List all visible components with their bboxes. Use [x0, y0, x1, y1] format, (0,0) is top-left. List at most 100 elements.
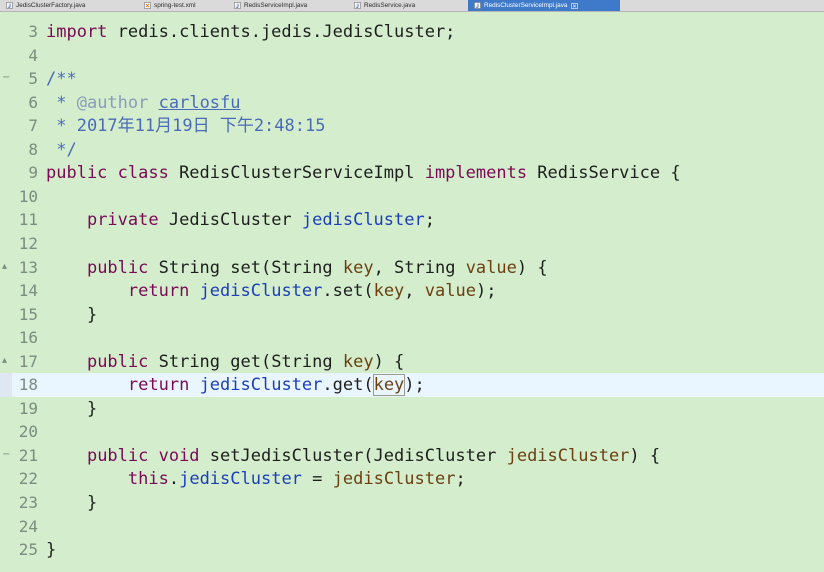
token-plain: }	[46, 398, 98, 419]
token-kw: public void	[86, 445, 200, 466]
code-text: return jedisCluster.set(key, value);	[46, 279, 497, 303]
token-com	[148, 93, 158, 113]
tab-label: spring-test.xml	[154, 2, 196, 9]
token-par: key	[342, 351, 374, 372]
token-plain	[189, 281, 199, 301]
token-par: key	[372, 374, 406, 397]
override-marker-icon[interactable]: ▴	[2, 354, 8, 366]
code-text: return jedisCluster.get(key);	[46, 373, 425, 397]
token-kw: return	[127, 281, 190, 302]
code-line[interactable]: −21 public void setJedisCluster(JedisClu…	[0, 444, 824, 468]
code-line[interactable]: 25}	[0, 538, 824, 562]
line-number: 17	[18, 351, 38, 371]
token-plain: JedisCluster	[158, 210, 302, 231]
token-fld: jedisCluster	[179, 469, 302, 490]
code-line[interactable]: ▴ 17 public String get(String key) {	[0, 350, 824, 374]
code-text: public String get(String key) {	[46, 350, 404, 374]
tab-redisclusterserviceimpl-java[interactable]: RedisClusterServiceImpl.java	[468, 0, 620, 11]
token-plain: redis.clients.jedis.JedisCluster;	[107, 22, 456, 42]
token-plain: RedisClusterServiceImpl	[168, 163, 425, 184]
line-number: 11	[18, 210, 38, 230]
code-line[interactable]: 6 * @author carlosfu	[0, 91, 824, 115]
line-number: 14	[18, 281, 38, 301]
code-line[interactable]: 11 private JedisCluster jedisCluster;	[0, 208, 824, 232]
token-plain: =	[301, 469, 333, 490]
code-text: }	[46, 491, 97, 515]
token-plain	[46, 469, 128, 489]
token-plain: }	[46, 493, 98, 513]
token-tag: @author	[76, 92, 149, 113]
token-plain: .set(	[322, 281, 374, 302]
code-line[interactable]: 22 this.jedisCluster = jedisCluster;	[0, 467, 824, 491]
tab-spring-test-xml[interactable]: spring-test.xml	[138, 0, 228, 11]
code-text: public class RedisClusterServiceImpl imp…	[46, 161, 681, 185]
token-plain	[46, 210, 87, 230]
code-line[interactable]: 23 }	[0, 491, 824, 515]
token-par: jedisCluster	[506, 445, 630, 466]
code-line[interactable]: 10	[0, 185, 824, 209]
tab-redisserviceimpl-java[interactable]: RedisServiceImpl.java	[228, 0, 348, 11]
code-line[interactable]: 19 }	[0, 397, 824, 421]
token-kw: public	[86, 257, 149, 278]
code-text: public void setJedisCluster(JedisCluster…	[46, 444, 660, 468]
token-plain: }	[46, 304, 98, 325]
java-file-icon	[354, 2, 361, 9]
tab-jedisclusterfactory-java[interactable]: JedisClusterFactory.java	[0, 0, 138, 11]
xml-file-icon	[144, 2, 151, 9]
token-com: /**	[46, 69, 77, 90]
code-line[interactable]: 4	[0, 44, 824, 68]
token-plain: .	[168, 469, 180, 490]
code-text: }	[46, 538, 56, 562]
token-par: value	[465, 257, 517, 278]
line-number: 15	[18, 304, 38, 324]
line-number: 12	[18, 233, 38, 253]
token-plain: ,	[404, 281, 425, 302]
code-text: private JedisCluster jedisCluster;	[46, 208, 435, 232]
code-text: public String set(String key, String val…	[46, 256, 548, 280]
code-text: this.jedisCluster = jedisCluster;	[46, 467, 466, 491]
code-line[interactable]: 8 */	[0, 138, 824, 162]
token-plain: .get(	[322, 375, 374, 396]
token-par: key	[373, 281, 405, 302]
token-plain: ) {	[373, 351, 405, 372]
line-number: 8	[28, 139, 38, 159]
token-plain	[189, 375, 199, 395]
code-line[interactable]: 7 * 2017年11月19日 下午2:48:15	[0, 114, 824, 138]
line-number: 10	[18, 186, 38, 206]
token-lnk: carlosfu	[158, 92, 241, 113]
token-kw: public	[86, 351, 149, 372]
current-code-line[interactable]: 18 return jedisCluster.get(key);	[0, 373, 824, 398]
code-line[interactable]: 24	[0, 515, 824, 539]
line-number: 18	[18, 375, 38, 395]
line-number: 19	[18, 398, 38, 418]
code-text: * 2017年11月19日 下午2:48:15	[46, 114, 325, 138]
override-marker-icon[interactable]: ▴	[2, 260, 8, 272]
line-number: 4	[28, 45, 38, 65]
code-line[interactable]: −5/**	[0, 67, 824, 91]
close-tab-icon[interactable]	[571, 2, 579, 9]
token-com: *	[46, 92, 77, 113]
token-par: key	[342, 257, 374, 278]
code-line[interactable]: 20	[0, 420, 824, 444]
code-line[interactable]: ▴13 public String set(String key, String…	[0, 256, 824, 280]
tab-label: JedisClusterFactory.java	[16, 2, 86, 9]
token-par: value	[424, 281, 476, 302]
line-number: 7	[28, 116, 38, 136]
token-kw: implements	[424, 163, 528, 184]
code-line[interactable]: 15 }	[0, 303, 824, 327]
token-plain: String set(String	[148, 257, 343, 278]
line-number: 6	[28, 92, 38, 112]
token-com: */	[46, 139, 77, 160]
token-com: * 2017年11月19日 下午2:48:15	[46, 116, 326, 137]
fold-collapse-icon[interactable]: −	[2, 448, 11, 460]
code-line[interactable]: 16	[0, 326, 824, 350]
code-line[interactable]: 14 return jedisCluster.set(key, value);	[0, 279, 824, 303]
token-plain	[46, 446, 87, 466]
fold-collapse-icon[interactable]: −	[2, 72, 11, 84]
tab-redisservice-java[interactable]: RedisService.java	[348, 0, 468, 11]
line-number: 21	[18, 445, 38, 465]
code-line[interactable]: 12	[0, 232, 824, 256]
